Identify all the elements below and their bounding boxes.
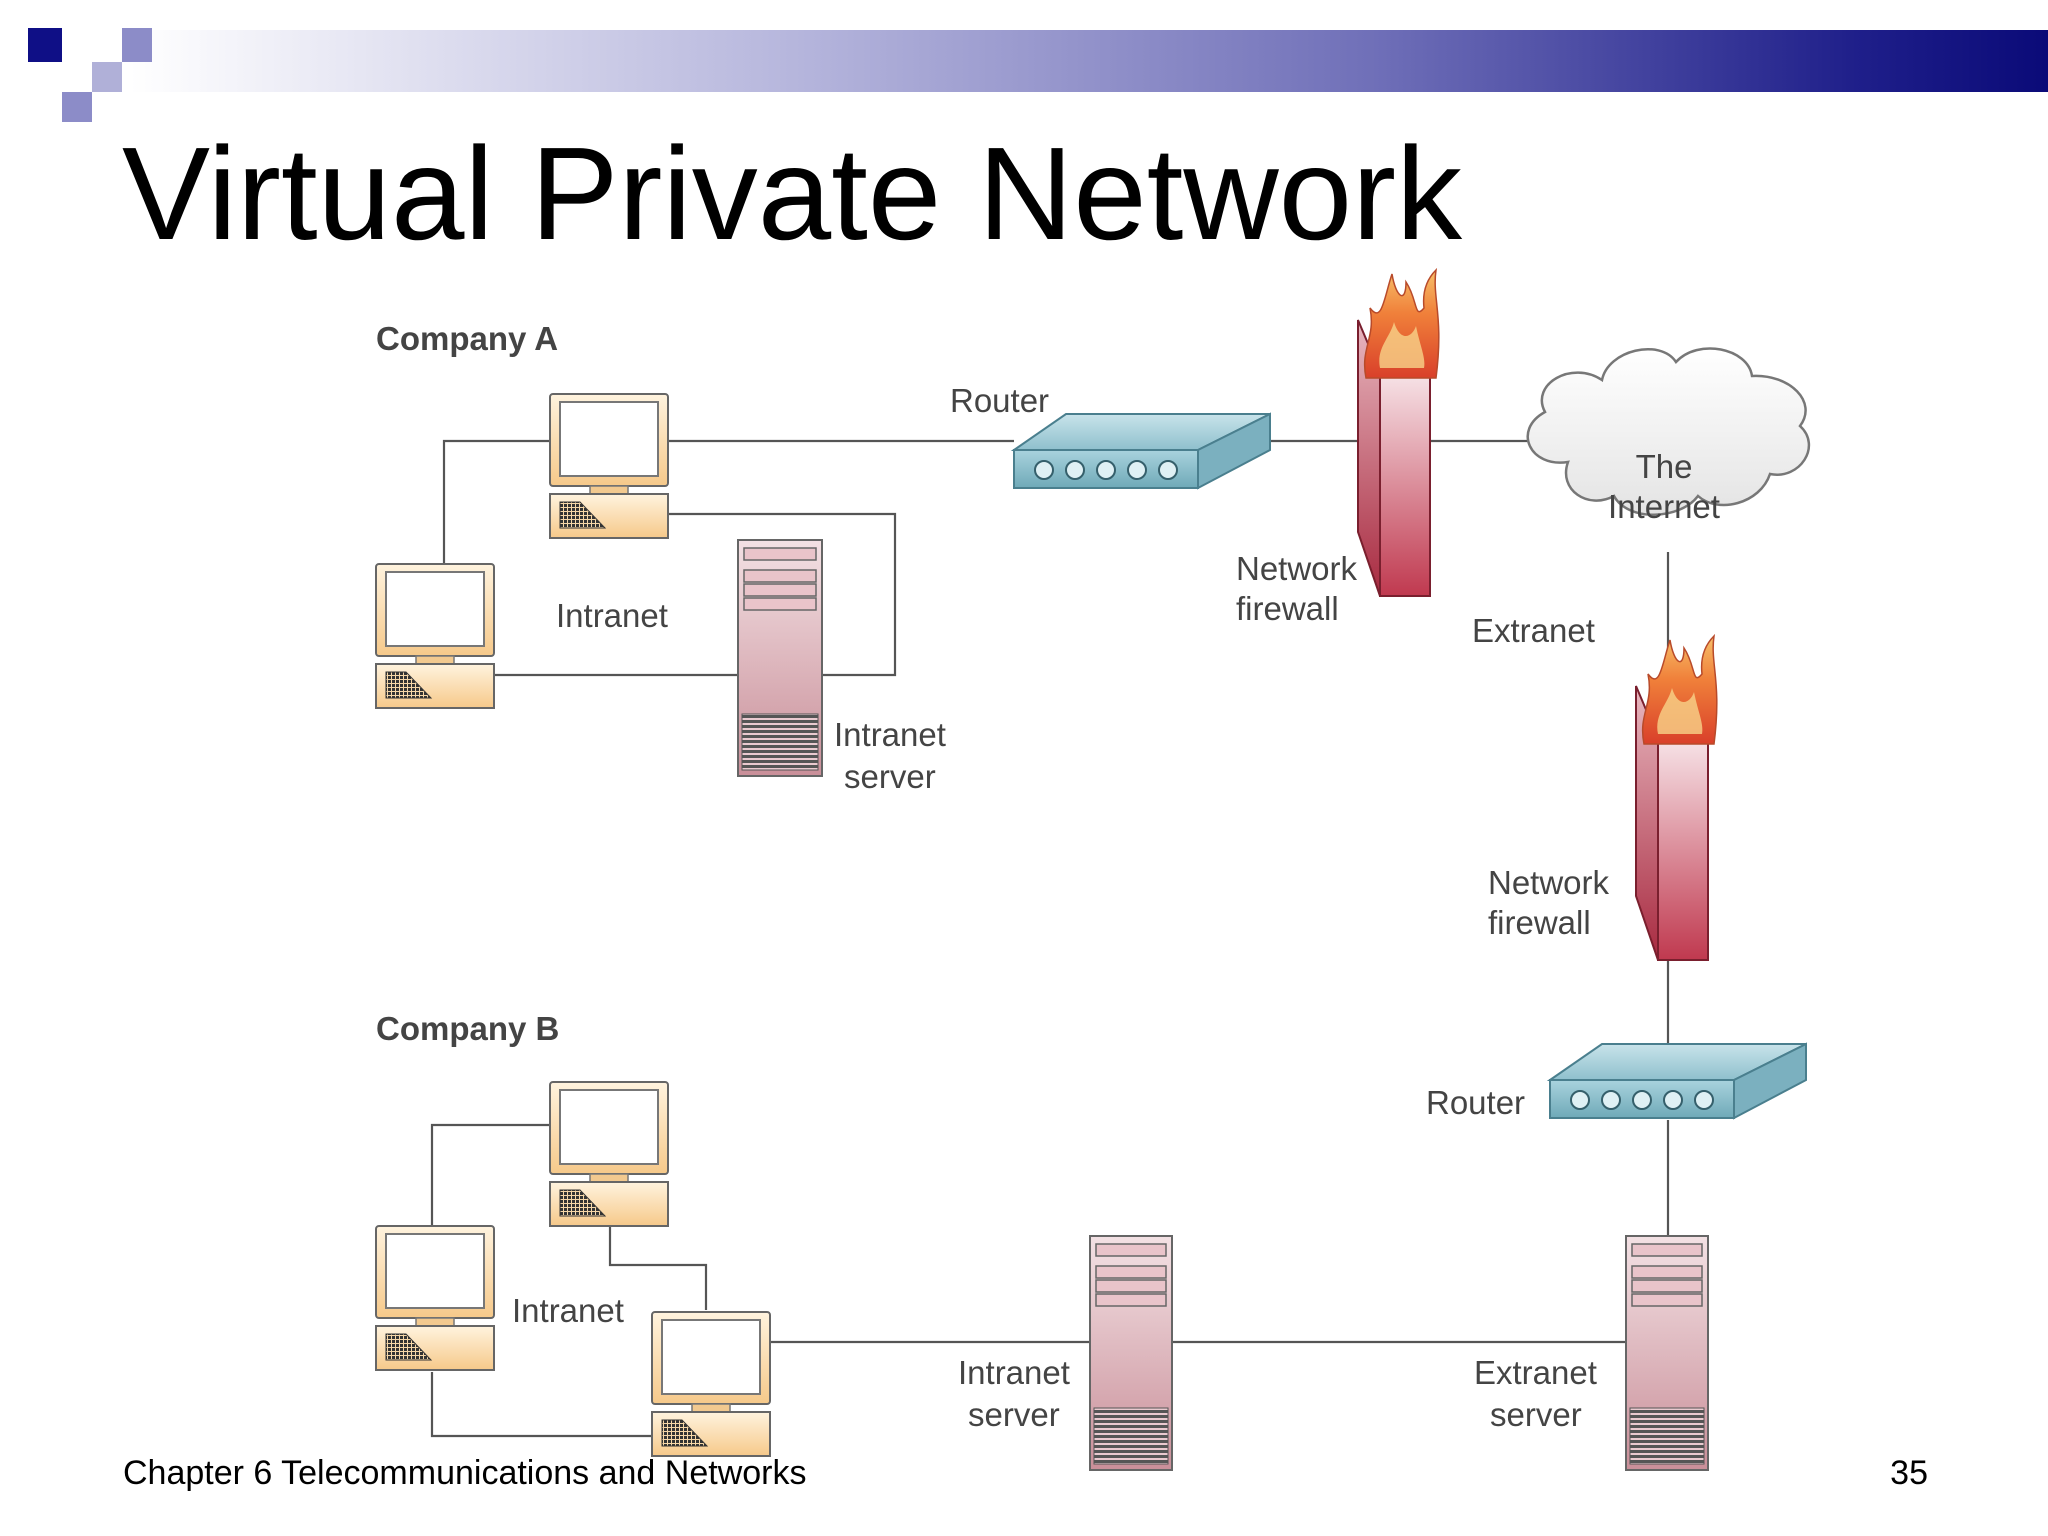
header-gradient-bar [130,30,2048,92]
wire-a-pc2-pc1 [442,439,550,564]
internet-label-line2: Internet [1608,488,1720,525]
router-a-icon [1010,412,1271,490]
header-square-4 [62,92,92,122]
router-b-icon [1546,1042,1807,1120]
intranet-server-b-label-line1: Intranet [958,1354,1070,1391]
intranet-server-a-icon [737,539,823,777]
page-number: 35 [1890,1454,1928,1492]
extranet-server-label-line1: Extranet [1474,1354,1597,1391]
internet-cloud-icon [1526,347,1811,516]
header-square-3 [92,62,122,92]
wire-b-pc1-pc3 [608,1226,708,1310]
firewall-a-label-line1: Network [1236,550,1358,587]
firewall-a-icon [1357,267,1440,597]
header-square-2 [122,28,152,62]
intranet-a-label: Intranet [556,597,668,634]
computer-icon-a1 [549,393,669,539]
wire-b-pc1-pc2 [430,1123,550,1226]
company-b-heading: Company B [376,1010,559,1047]
intranet-server-b-icon [1089,1235,1173,1471]
intranet-server-a-label-line2: server [844,758,936,795]
router-a-label: Router [950,382,1049,419]
labels: Company A Router Network firewall Intran… [376,320,1720,1433]
slide-footer: Chapter 6 Telecommunications and Network… [123,1454,807,1492]
company-a-heading: Company A [376,320,558,357]
firewall-b-icon [1635,633,1718,961]
wire-a-pc1-server [668,512,897,677]
firewall-a-label-line2: firewall [1236,590,1339,627]
computer-icon-b2 [375,1225,495,1371]
firewall-b-label-line1: Network [1488,864,1610,901]
intranet-server-b-label-line2: server [968,1396,1060,1433]
computer-icon-a2 [375,563,495,709]
intranet-server-a-label-line1: Intranet [834,716,946,753]
connections [430,439,1670,1438]
computer-icon-b3 [651,1311,771,1457]
extranet-label: Extranet [1472,612,1595,649]
header-square-1 [28,28,62,62]
computer-icon-b1 [549,1081,669,1227]
wire-b-pc2-pc3 [430,1372,652,1438]
extranet-server-label-line2: server [1490,1396,1582,1433]
extranet-server-icon [1625,1235,1709,1471]
firewall-b-label-line2: firewall [1488,904,1591,941]
slide-title: Virtual Private Network [122,120,1463,267]
intranet-b-label: Intranet [512,1292,624,1329]
internet-label-line1: The [1636,448,1693,485]
router-b-label: Router [1426,1084,1525,1121]
